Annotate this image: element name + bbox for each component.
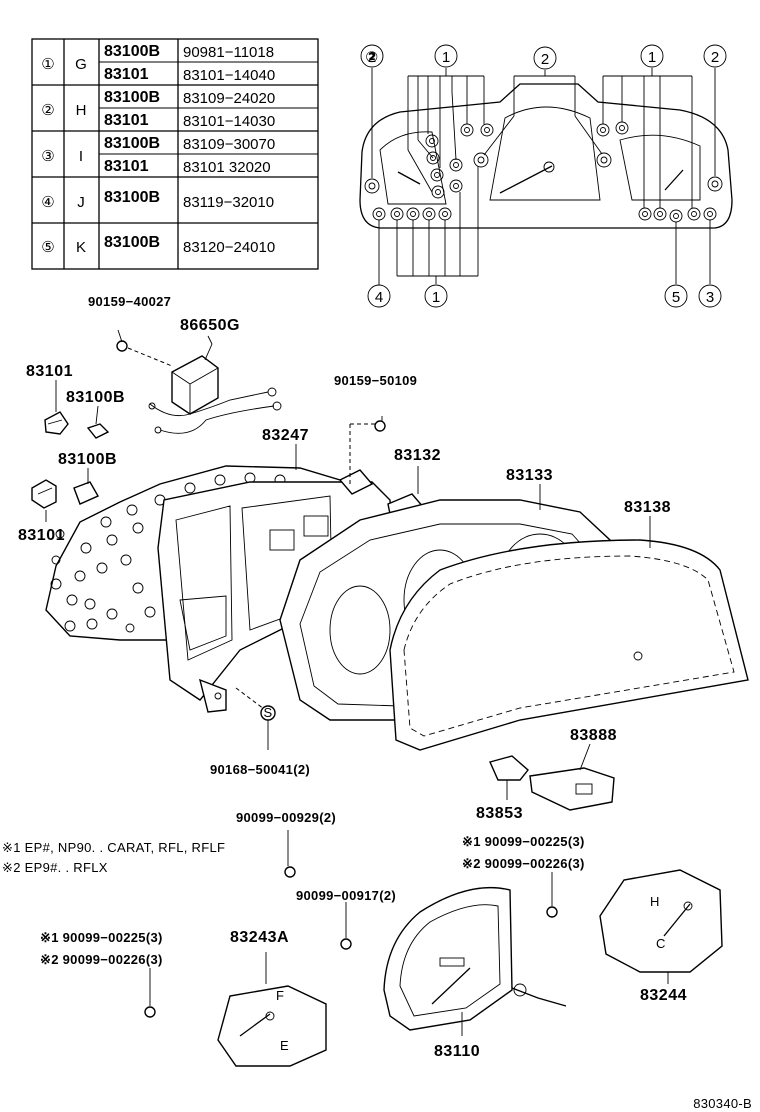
table-row-4-code-1: 83100B [104,189,160,206]
temp-c-mark: C [656,936,666,951]
bulb-83101-b-drawing [31,479,57,509]
label-leaders [45,335,651,548]
table-row-3-part-1: 83109−30070 [183,136,275,153]
temp-gauge-83244-drawing: H C [599,869,723,984]
table-row-4-part-1: 83119−32010 [183,194,274,211]
table-row-3-part-2: 83101 32020 [183,159,271,176]
label-90099-00929: 90099−00929(2) [236,810,336,825]
callout-3-bottom: 3 [706,289,714,306]
label-90168-50041: 90168−50041(2) [210,762,310,777]
label-83133: 83133 [506,467,553,484]
sensor-86650g-drawing [116,329,282,434]
label-83138: 83138 [624,499,671,516]
label-90159-50109: 90159−50109 [334,373,417,388]
footer-code: 830340-B [693,1096,752,1111]
table-row-1-number: ① [41,55,54,73]
table-row-1-code-1: 83100B [104,43,160,60]
fasteners: S [235,416,386,750]
table-row-3-code-2: 83101 [104,158,149,175]
label-86650g: 86650G [180,317,240,334]
table-row-5-code-1b: 83100B [104,234,160,251]
callout-1-top-right: 1 [648,49,656,66]
fuel-e-mark: E [280,1038,289,1053]
fuel-gauge-83243a-drawing: F E [217,952,327,1067]
board-83888-drawing [529,743,615,811]
table-row-2-letter: H [76,102,87,119]
label-83243a: 83243A [230,929,289,946]
note-1-right: ※1 90099−00225(3) [462,834,585,849]
bulb-83100b-b-drawing [73,481,99,505]
label-83100b-b: 83100B [58,451,117,468]
table-row-5-letter: K [76,239,86,256]
note-2-left: ※2 EP9#. . RFLX [2,860,108,875]
callout-5-bottom: 5 [672,289,680,306]
callout-4-bottom: 4 [375,289,383,306]
note-1-left: ※1 EP#, NP90. . CARAT, RFL, RFLF [2,840,225,855]
table-row-2-part-2: 83101−14030 [183,113,275,130]
callout-2-top-center: 2 [541,51,549,68]
lens-83138-drawing [389,539,749,751]
table-row-1-letter: G [75,56,87,73]
bulb-83101-a-drawing [44,411,69,435]
label-90159-40027: 90159−40027 [88,294,171,309]
table-row-4-letter: J [77,194,85,211]
callout-1-top-left: 1 [442,49,450,66]
table-row-2-number: ② [41,101,54,119]
note-2-bottom: ※2 90099−00226(3) [40,952,163,967]
application-table: ① G 83100B 90981−11018 83101 83101−14040… [31,38,319,270]
label-83244: 83244 [640,987,687,1004]
temp-h-mark: H [650,894,660,909]
note-2-right: ※2 90099−00226(3) [462,856,585,871]
table-row-5-number: ⑤ [41,238,54,256]
note-1-bottom: ※1 90099−00225(3) [40,930,163,945]
table-row-4-number: ④ [41,193,54,211]
screw-s-mark: S [264,705,273,720]
label-83110: 83110 [434,1043,480,1060]
table-row-1-code-2: 83101 [104,66,149,83]
table-row-3-letter: I [79,148,83,165]
bulb-location-map: ② 2 1 2 1 2 4 1 5 3 [359,44,733,308]
table-row-3-code-1: 83100B [104,135,160,152]
label-83101-a: 83101 [26,363,73,380]
table-row-1-part-1: 90981−11018 [183,44,274,61]
table-row-2-part-1: 83109−24020 [183,90,275,107]
table-row-1-part-2: 83101−14040 [183,67,275,84]
lower-screws [144,830,558,1018]
callout-2-top-right: 2 [711,49,719,66]
label-83101-b: 83101 [18,527,65,544]
label-90099-00917: 90099−00917(2) [296,888,396,903]
table-row-2-code-1: 83100B [104,89,160,106]
table-row-3-number: ③ [41,147,54,165]
callout-2-left: ② [365,48,378,66]
callout-1-bottom: 1 [432,289,440,306]
speedometer-83110-drawing [383,886,567,1036]
fuel-f-mark: F [276,988,284,1003]
label-83888: 83888 [570,727,617,744]
table-row-5-part-1: 83120−24010 [183,239,275,256]
label-83247: 83247 [262,427,309,444]
bulb-83100b-a-drawing [86,423,110,439]
table-row-2-code-2: 83101 [104,112,149,129]
callout-2-top-left: 2 [368,49,376,66]
clip-83853-drawing [489,755,529,800]
label-83132: 83132 [394,447,441,464]
label-83853: 83853 [476,805,523,822]
label-83100b-a: 83100B [66,389,125,406]
